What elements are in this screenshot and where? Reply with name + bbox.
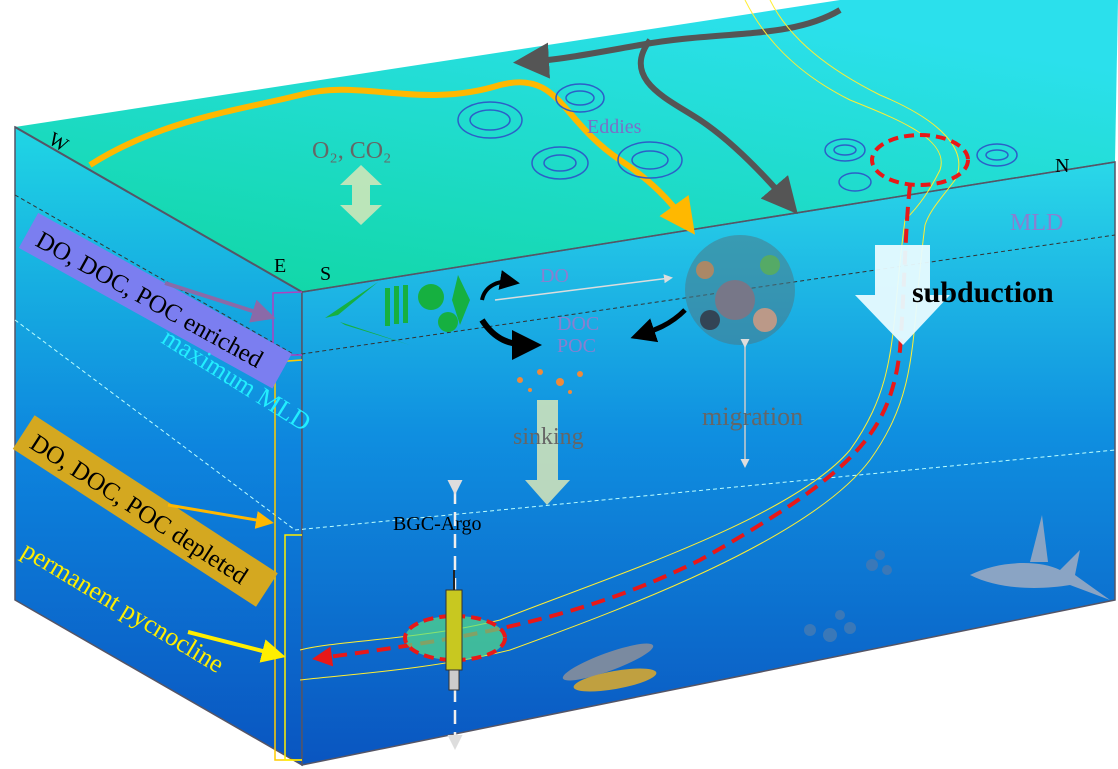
poc-label: POC: [557, 335, 596, 357]
enriched-arrow: [164, 281, 276, 323]
cycle-arrow-left-icon: [630, 308, 687, 343]
eddies-label: Eddies: [587, 116, 642, 138]
cycle-arrow-up-icon: [480, 270, 520, 301]
subduction-origin-ring: [870, 133, 970, 187]
depleted-label-box: [12, 415, 278, 607]
marine-snow-icon: [517, 369, 583, 394]
zooplankton-cluster-icon: [685, 235, 795, 345]
compass-e: E: [274, 255, 286, 277]
gas-exchange-arrow-icon: [340, 165, 382, 225]
subduction-label: subduction: [912, 276, 1054, 309]
migration-label: migration: [702, 402, 803, 431]
sinking-label: sinking: [513, 424, 584, 450]
compass-n: N: [1055, 155, 1069, 177]
gas-exchange-label: O₂, CO₂: [312, 138, 391, 164]
compass-s: S: [320, 263, 331, 285]
sinking-arrow-icon: [525, 400, 570, 505]
do-arrow: [494, 274, 673, 301]
gray-current-west: [513, 7, 842, 79]
subduction-arrow-icon: [855, 245, 950, 345]
gray-current-south: [637, 38, 798, 215]
cycle-arrow-down-icon: [479, 318, 542, 360]
bgc-argo-float-icon: [445, 570, 463, 691]
pycnocline-arrow: [187, 630, 286, 663]
bgc-argo-label: BGC-Argo: [393, 513, 482, 535]
enriched-label-box: [18, 212, 292, 389]
shark-icon: [970, 515, 1110, 600]
do-label: DO: [540, 265, 569, 287]
virus-cluster-icon: [804, 550, 892, 642]
depleted-arrow: [167, 503, 274, 529]
doc-label: DOC: [557, 313, 599, 335]
eddies-icon: [457, 83, 1018, 192]
surface-current: [88, 79, 696, 235]
ocean-surface-face: [15, 0, 1118, 292]
phytoplankton-icon: [325, 275, 470, 345]
max-mld-line: [14, 319, 1116, 531]
tuna-fish-icon: [562, 643, 657, 692]
mld-label: MLD: [1010, 210, 1063, 236]
